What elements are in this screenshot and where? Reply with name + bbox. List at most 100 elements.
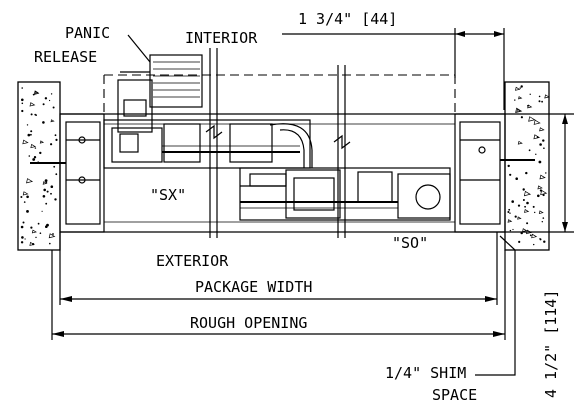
concrete-speck — [49, 99, 51, 102]
concrete-speck — [525, 171, 528, 175]
concrete-speck — [528, 149, 531, 152]
concrete-speck — [50, 93, 53, 95]
panic-label-line1: PANIC — [65, 24, 110, 42]
break-lines — [205, 48, 351, 238]
concrete-speck — [517, 204, 521, 207]
side-dimension — [505, 113, 574, 233]
concrete-aggregate — [34, 90, 39, 94]
concrete-speck — [21, 87, 24, 89]
concrete-speck — [32, 243, 35, 246]
concrete-speck — [511, 200, 514, 203]
concrete-speck — [542, 193, 545, 197]
concrete-speck — [529, 234, 532, 237]
concrete-aggregate — [30, 143, 37, 149]
concrete-speck — [50, 143, 53, 146]
concrete-speck — [512, 228, 514, 231]
concrete-speck — [21, 236, 24, 239]
concrete-speck — [509, 212, 511, 214]
concrete-aggregate — [544, 94, 550, 99]
concrete-speck — [35, 236, 37, 239]
concrete-speck — [529, 93, 531, 96]
concrete-speck — [542, 217, 545, 219]
concrete-aggregate — [34, 90, 40, 95]
concrete-speck — [508, 208, 511, 211]
concrete-speck — [45, 225, 48, 228]
concrete-speck — [50, 185, 54, 188]
concrete-speck — [21, 102, 24, 105]
package-width-dimension — [59, 232, 498, 305]
concrete-aggregate — [533, 134, 541, 140]
concrete-speck — [44, 179, 48, 183]
concrete-speck — [21, 109, 24, 113]
concrete-speck — [535, 153, 537, 155]
concrete-speck — [23, 201, 26, 203]
concrete-speck — [522, 199, 525, 201]
concrete-speck — [507, 211, 510, 213]
concrete-aggregate — [517, 216, 522, 220]
concrete-speck — [54, 134, 57, 137]
concrete-speck — [509, 173, 512, 176]
exterior-label: EXTERIOR — [156, 252, 229, 270]
concrete-aggregate — [524, 209, 530, 213]
concrete-aggregate — [22, 139, 29, 145]
concrete-speck — [543, 240, 546, 243]
concrete-speck — [33, 156, 37, 159]
concrete-speck — [39, 151, 42, 155]
concrete-aggregate — [50, 119, 55, 123]
concrete-speck — [24, 238, 26, 240]
concrete-speck — [49, 242, 51, 245]
concrete-speck — [20, 225, 24, 229]
concrete-aggregate — [507, 219, 513, 223]
concrete-speck — [541, 221, 543, 223]
concrete-aggregate — [517, 140, 523, 145]
concrete-speck — [538, 160, 542, 164]
concrete-aggregate — [39, 140, 45, 144]
concrete-speck — [542, 139, 545, 142]
active-panel-sx — [103, 119, 313, 169]
concrete-aggregate — [515, 86, 521, 91]
concrete-aggregate — [523, 190, 532, 197]
concrete-speck — [538, 95, 541, 98]
shim-leader — [475, 235, 516, 376]
concrete-speck — [520, 116, 524, 119]
right-wall — [504, 81, 550, 251]
concrete-speck — [518, 240, 521, 243]
concrete-speck — [46, 190, 49, 193]
concrete-aggregate — [539, 127, 545, 132]
concrete-speck — [55, 138, 58, 141]
top-dimension-label: 1 3/4" [44] — [298, 10, 397, 28]
concrete-speck — [35, 114, 37, 116]
concrete-aggregate — [31, 229, 37, 234]
concrete-speck — [30, 133, 32, 136]
concrete-speck — [534, 211, 536, 214]
concrete-aggregate — [516, 108, 522, 113]
concrete-speck — [514, 215, 517, 218]
concrete-speck — [515, 177, 518, 180]
concrete-speck — [26, 124, 29, 126]
concrete-speck — [520, 85, 523, 88]
concrete-speck — [539, 143, 542, 146]
concrete-aggregate — [533, 119, 541, 125]
concrete-speck — [519, 87, 521, 89]
concrete-aggregate — [29, 241, 35, 246]
concrete-aggregate — [539, 174, 546, 180]
concrete-aggregate — [531, 233, 538, 239]
concrete-speck — [30, 130, 33, 133]
concrete-speck — [30, 226, 33, 229]
panic-leader — [127, 34, 151, 63]
concrete-speck — [39, 232, 42, 234]
concrete-speck — [536, 136, 539, 139]
shim-label-line2: SPACE — [432, 386, 477, 404]
concrete-speck — [42, 103, 45, 106]
concrete-aggregate — [522, 228, 528, 233]
concrete-speck — [21, 98, 24, 102]
concrete-aggregate — [518, 96, 523, 100]
concrete-speck — [30, 113, 33, 116]
concrete-speck — [27, 133, 31, 137]
concrete-speck — [52, 233, 54, 235]
top-dimension — [282, 28, 505, 110]
concrete-aggregate — [48, 233, 56, 239]
concrete-speck — [545, 172, 547, 174]
